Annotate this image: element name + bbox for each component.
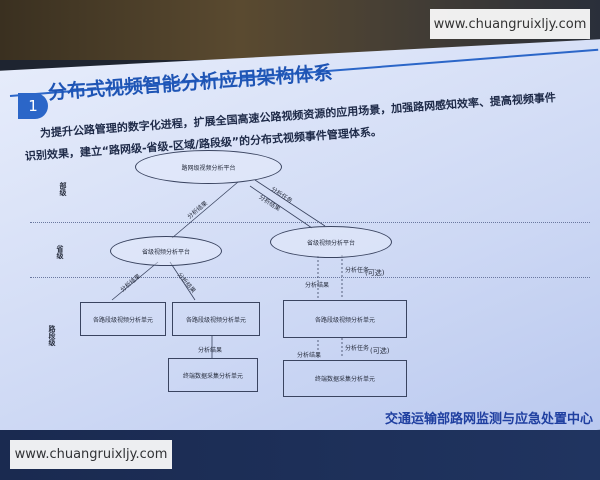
arrow-right-to-top	[249, 185, 313, 229]
cloud-province-platform-right: 省级视频分析平台	[270, 226, 392, 258]
label-result-7: 分析结果	[297, 352, 322, 359]
level-divider-2	[30, 277, 590, 278]
cloud-province-platform-left: 省级视频分析平台	[110, 236, 222, 266]
arrow-unit2-to-left	[169, 261, 196, 301]
level-divider-1	[30, 222, 590, 223]
box-road-unit-2: 各路段级视频分析单元	[172, 302, 260, 336]
label-result-5: 分析结果	[305, 282, 330, 289]
arrow-unit1-to-left	[111, 261, 159, 301]
watermark-top: www.chuangruixljy.com	[430, 9, 590, 39]
label-result-6: 分析结果	[198, 347, 223, 354]
cloud-network-platform: 路网级视频分析平台	[135, 150, 282, 184]
label-task-2: 分析任务	[345, 267, 370, 274]
footer-organization: 交通运输部路网监测与应急处置中心	[385, 412, 594, 427]
label-optional-1: (可选)	[365, 269, 385, 277]
box-road-unit-1: 各路段级视频分析单元	[80, 302, 166, 336]
arrow-top-to-right	[254, 179, 326, 227]
level-label-ministry: 部级	[59, 182, 67, 196]
label-optional-2: (可选)	[370, 347, 390, 355]
level-label-province: 省级	[56, 245, 64, 259]
arrow-left-to-top	[171, 181, 239, 239]
box-terminal-unit-2: 终端数据采集分析单元	[283, 360, 407, 397]
section-number: 1	[18, 93, 48, 119]
label-task-3: 分析任务	[345, 345, 370, 352]
watermark-bottom: www.chuangruixljy.com	[10, 440, 172, 469]
level-label-road: 路段级	[48, 325, 56, 346]
box-terminal-unit-1: 终端数据采集分析单元	[168, 358, 258, 392]
box-road-unit-3: 各路段级视频分析单元	[283, 300, 407, 338]
